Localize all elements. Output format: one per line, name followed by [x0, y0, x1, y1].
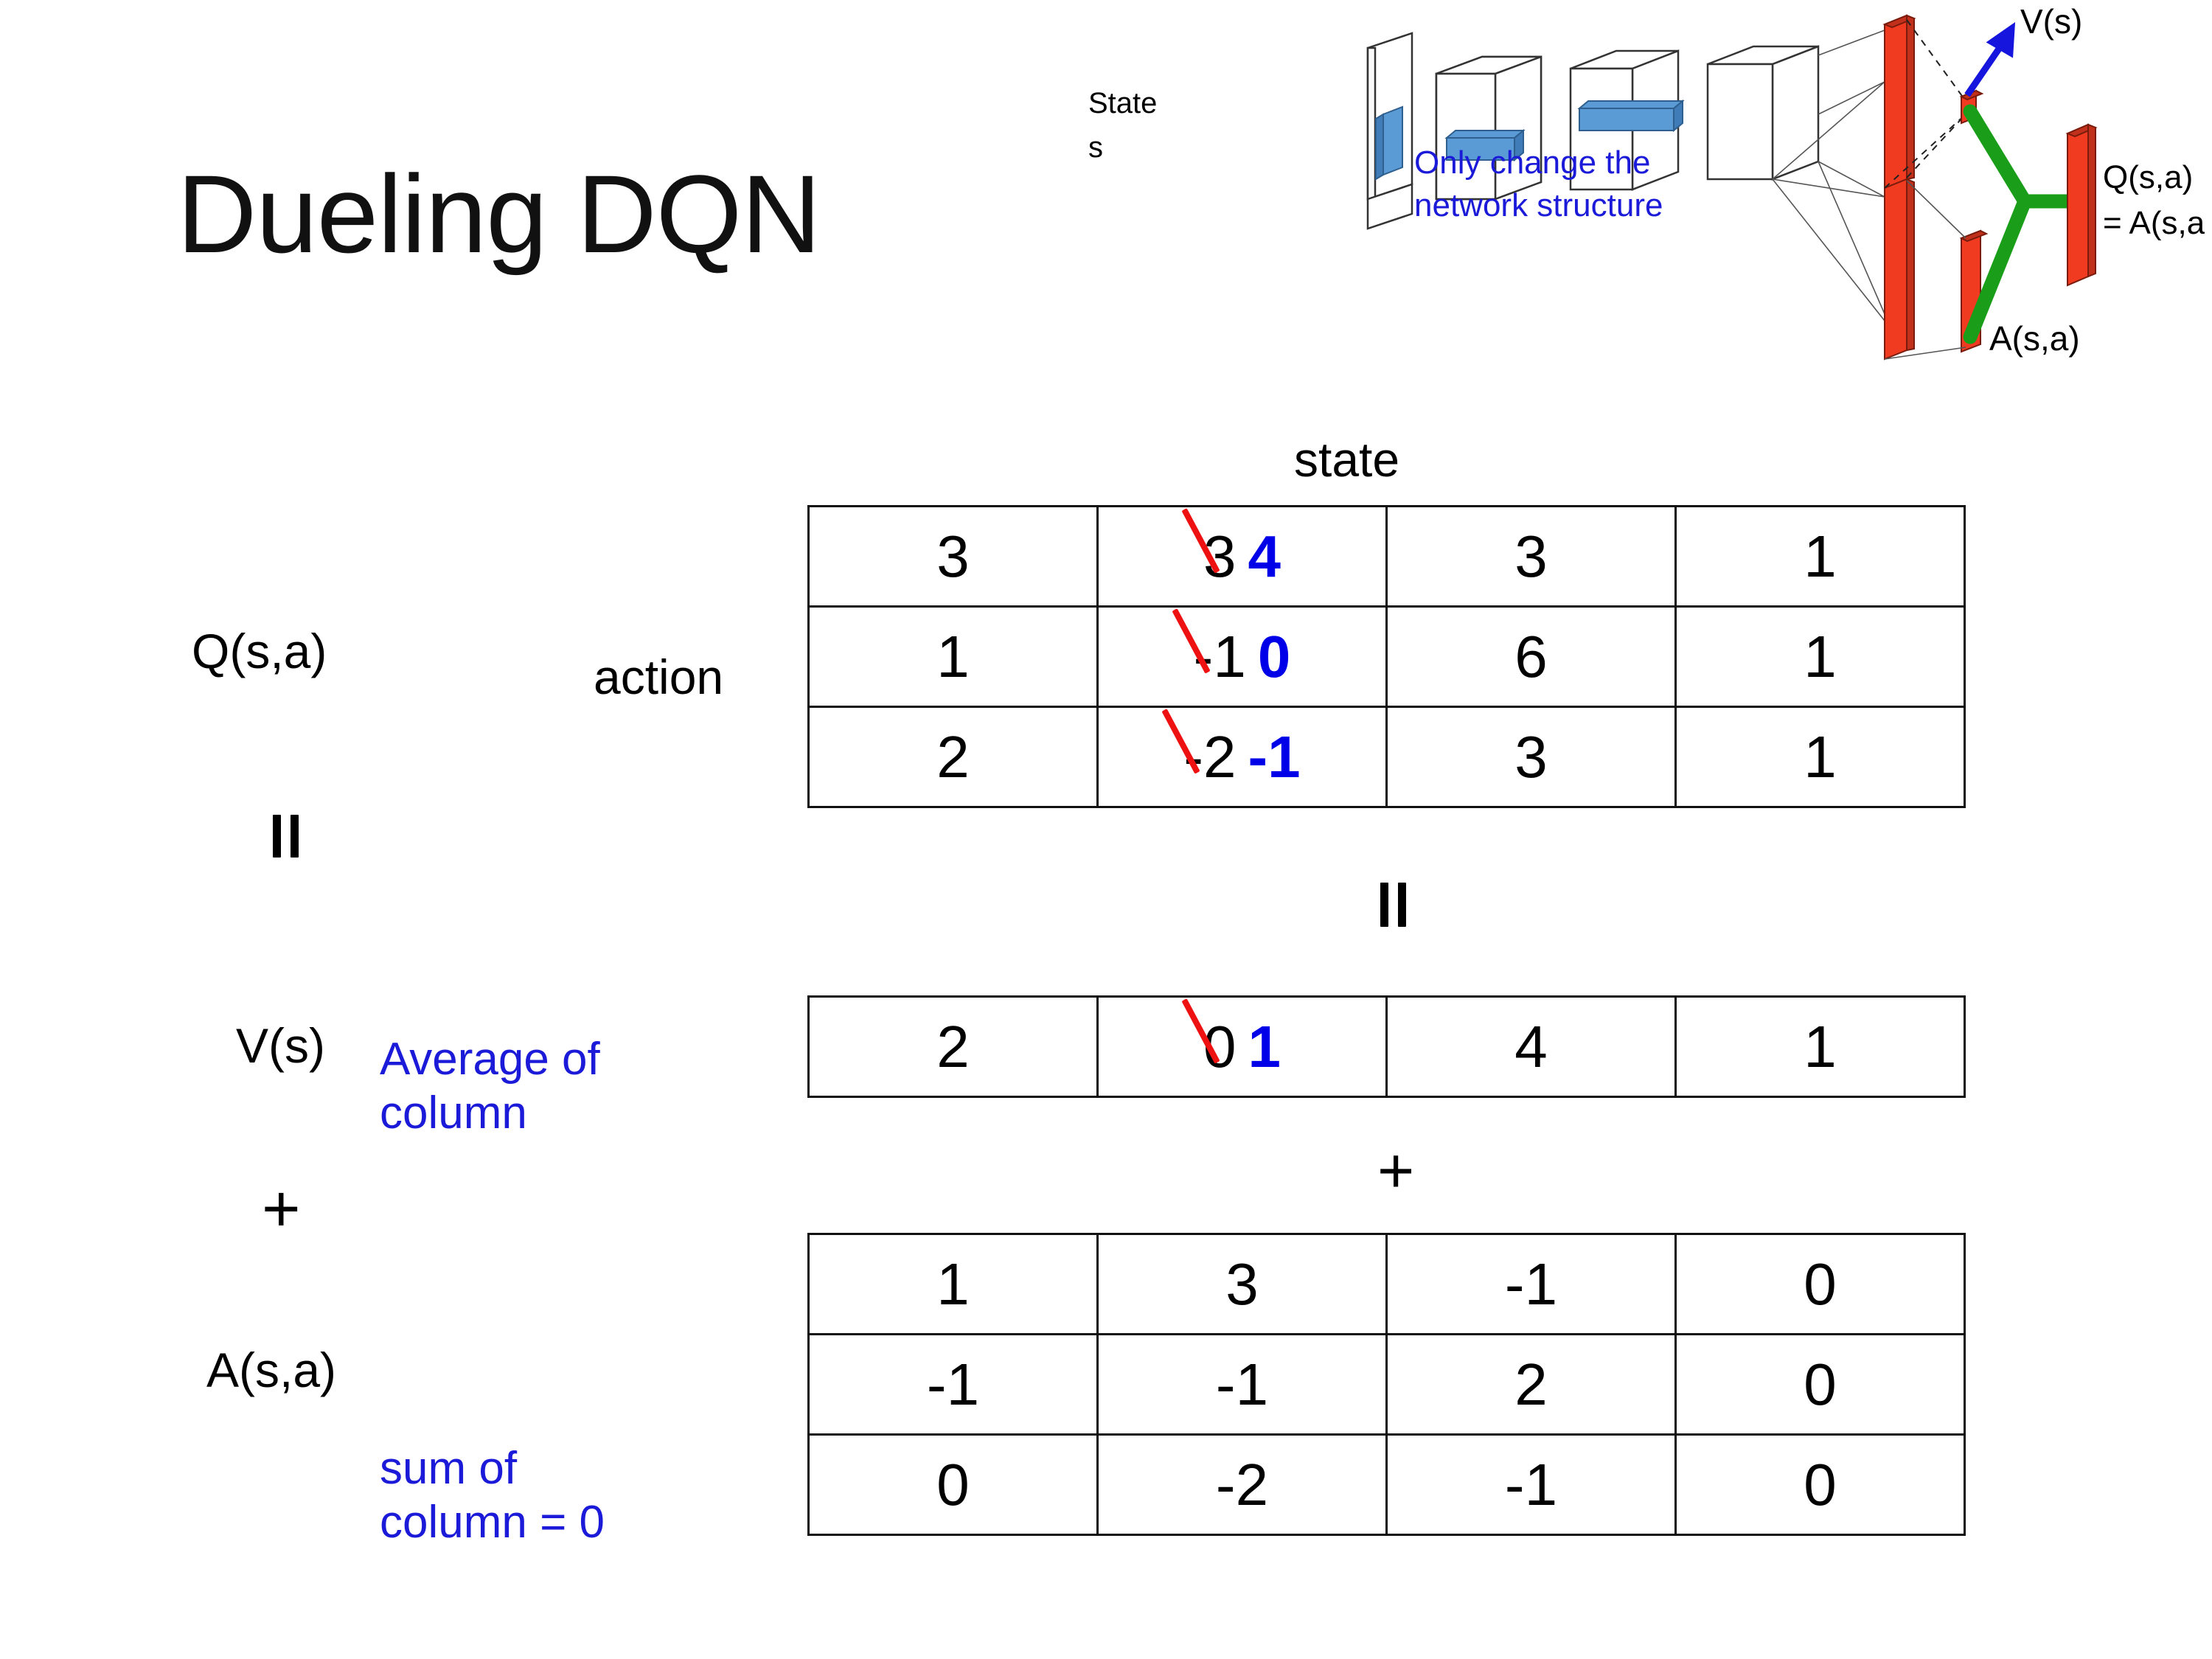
table-cell: 1 — [1674, 706, 1966, 808]
table-cell: -1 — [807, 1333, 1099, 1436]
diagram-note-line2: network structure — [1414, 187, 1663, 223]
page-title: Dueling DQN — [177, 152, 821, 276]
plus-sign-center: + — [1377, 1135, 1415, 1206]
sum-note-line1: sum of — [380, 1443, 518, 1494]
diagram-state-label-line1: State — [1088, 87, 1157, 119]
table-cell: -2-1 — [1096, 706, 1388, 808]
struck-old-value: 3 — [1203, 523, 1237, 589]
table-cell: 0 — [1674, 1233, 1966, 1335]
action-axis-header: action — [594, 650, 724, 704]
table-cell: 1 — [807, 605, 1099, 708]
table-cell: -2 — [1096, 1433, 1388, 1536]
table-cell: 2 — [807, 706, 1099, 808]
diagram-q-output-label-line2: = A(s,a)+V(s) — [2103, 205, 2205, 241]
diagram-a-output-label: A(s,a) — [1989, 319, 2080, 358]
dueling-network-diagram: State s Only change the network structur… — [1084, 4, 2205, 406]
edited-cell: -2-1 — [1183, 723, 1300, 791]
table-cell: 3 — [807, 505, 1099, 608]
diagram-note-line1: Only change the — [1414, 145, 1650, 181]
table-cell: 1 — [1674, 995, 1966, 1098]
table-cell: -1 — [1385, 1233, 1677, 1335]
table-cell: 1 — [1674, 605, 1966, 708]
network-svg: State s Only change the network structur… — [1088, 4, 2205, 361]
a-function-label: A(s,a) — [206, 1343, 337, 1397]
diagram-state-label-line2: s — [1088, 131, 1103, 164]
equals-sign-center — [1380, 883, 1406, 927]
table-cell: 0 — [1674, 1333, 1966, 1436]
v-function-label: V(s) — [236, 1018, 325, 1073]
average-of-column-note: Average of column — [380, 1032, 763, 1140]
updated-value: -1 — [1248, 723, 1301, 790]
equals-sign-left — [273, 815, 299, 858]
table-cell: 2 — [807, 995, 1099, 1098]
sum-note-line2: column = 0 — [380, 1497, 605, 1548]
table-cell: 3 — [1385, 505, 1677, 608]
struck-old-value: -2 — [1183, 723, 1237, 790]
average-note-line1: Average of — [380, 1034, 600, 1085]
updated-value: 0 — [1257, 623, 1291, 689]
state-axis-header: state — [1294, 432, 1400, 487]
table-cell: 0 — [1674, 1433, 1966, 1536]
table-cell: 3 — [1385, 706, 1677, 808]
table-cell: 2 — [1385, 1333, 1677, 1436]
table-cell: 1 — [1674, 505, 1966, 608]
updated-value: 1 — [1248, 1013, 1281, 1079]
struck-old-value: -1 — [1193, 623, 1246, 689]
diagram-q-output-label-line1: Q(s,a) — [2103, 159, 2193, 195]
updated-value: 4 — [1248, 523, 1281, 589]
diagram-v-output-label: V(s) — [2020, 4, 2082, 41]
struck-old-value: 0 — [1203, 1013, 1237, 1079]
table-cell: 3 — [1096, 1233, 1388, 1335]
table-cell: 1 — [807, 1233, 1099, 1335]
average-note-line2: column — [380, 1088, 527, 1139]
table-cell: -1 — [1385, 1433, 1677, 1536]
table-cell: 6 — [1385, 605, 1677, 708]
plus-sign-left: + — [262, 1172, 301, 1246]
sum-of-column-note: sum of column = 0 — [380, 1441, 793, 1549]
table-cell: -1 — [1096, 1333, 1388, 1436]
q-function-label: Q(s,a) — [192, 624, 327, 678]
table-cell: 0 — [807, 1433, 1099, 1536]
table-cell: 4 — [1385, 995, 1677, 1098]
